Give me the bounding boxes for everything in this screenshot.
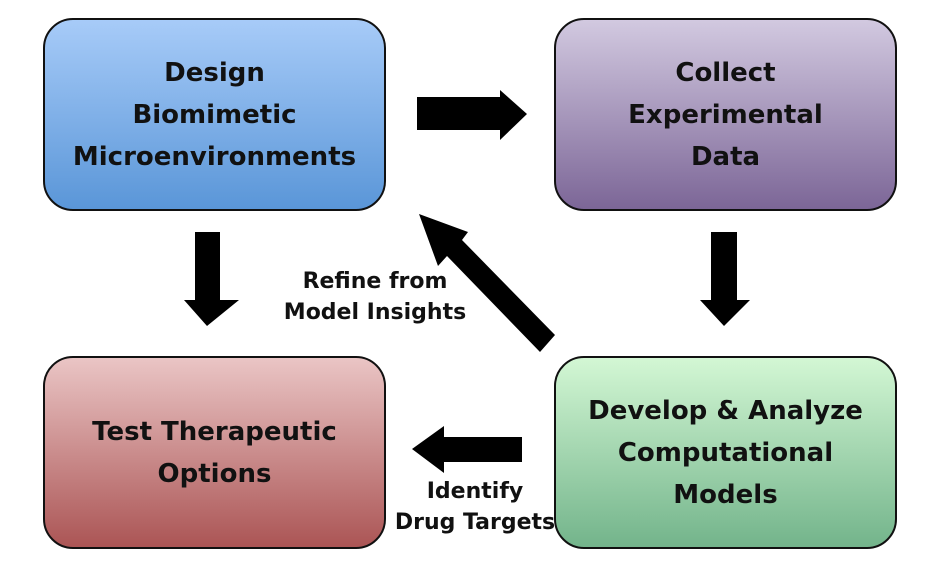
arrow-develop-to-test	[412, 426, 522, 473]
box-text-line: Collect	[675, 57, 776, 88]
edge-label-line: Model Insights	[283, 300, 467, 325]
edge-label-line: Drug Targets	[394, 510, 556, 535]
edge-label-line: Refine from	[302, 269, 448, 294]
box-text-line: Microenvironments	[72, 141, 357, 172]
arrow-develop-to-design	[419, 214, 555, 352]
box-text-line: Test Therapeutic	[92, 416, 337, 447]
box-text-line: Develop & Analyze	[588, 395, 863, 426]
edge-label-identify-drug-targets: Identify Drug Targets	[385, 476, 565, 538]
box-text-line: Options	[157, 458, 272, 489]
arrow-design-to-test	[184, 232, 239, 326]
box-text-line: Design	[164, 57, 265, 88]
arrow-design-to-collect	[417, 90, 527, 140]
box-text-line: Computational	[617, 437, 834, 468]
box-collect-experimental-data: Collect Experimental Data	[554, 18, 897, 211]
box-test-therapeutic-options: Test Therapeutic Options	[43, 356, 386, 549]
box-design-biomimetic-microenvironments: Design Biomimetic Microenvironments	[43, 18, 386, 211]
edge-label-refine-from-model-insights: Refine from Model Insights	[272, 266, 478, 328]
arrow-collect-to-develop	[700, 232, 750, 326]
box-text-line: Data	[690, 141, 761, 172]
box-text-line: Experimental	[628, 99, 823, 130]
box-develop-analyze-computational-models: Develop & Analyze Computational Models	[554, 356, 897, 549]
edge-label-line: Identify	[426, 479, 524, 504]
box-text-line: Biomimetic	[132, 99, 297, 130]
box-text-line: Models	[673, 479, 778, 510]
